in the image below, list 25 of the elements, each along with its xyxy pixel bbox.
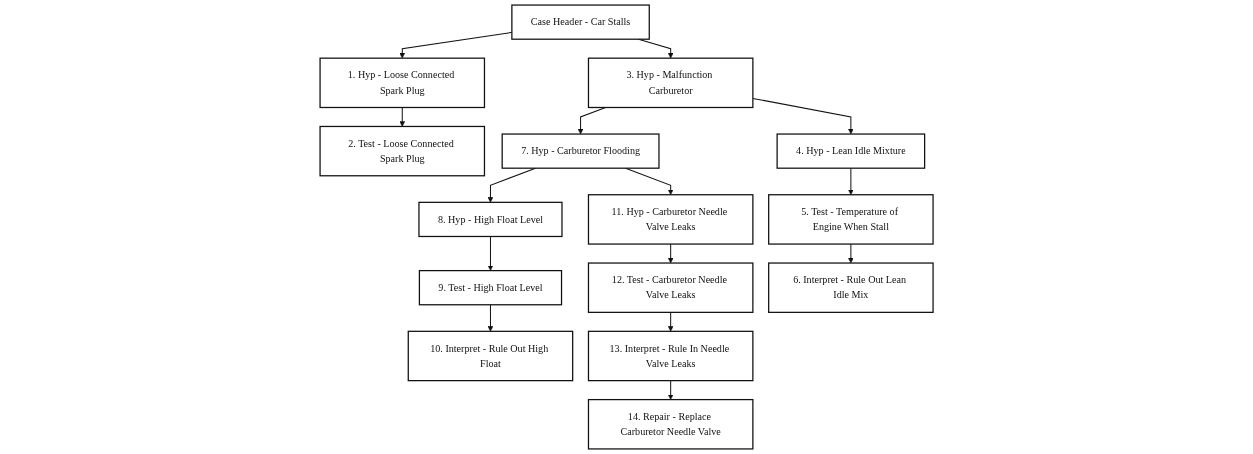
node-box: 7. Hyp - Carburetor Flooding (501, 133, 660, 169)
node-box: 10. Interpret - Rule Out High Float (407, 330, 574, 382)
node-box: 6. Interpret - Rule Out Lean Idle Mix (767, 262, 934, 313)
node-box: 9. Test - High Float Level (418, 270, 563, 306)
node-box: 1. Hyp - Loose Connected Spark Plug (319, 57, 485, 109)
arrow (667, 243, 674, 264)
node-box: Case Header - Car Stalls (511, 4, 650, 40)
arrow (848, 243, 854, 264)
node-box: 5. Test - Temperature of Engine When Stall (767, 194, 934, 245)
arrow (487, 304, 494, 332)
node-box: 11. Hyp - Carburetor Needle Valve Leaks (587, 194, 754, 245)
node-box: 12. Test - Carburetor Needle Valve Leaks (587, 262, 754, 313)
arrow (399, 107, 405, 127)
node-box: 2. Test - Loose Connected Spark Plug (319, 125, 485, 177)
arrow (667, 311, 674, 332)
node-box: 4. Hyp - Lean Idle Mixture (776, 133, 926, 169)
node-box: 8. Hyp - High Float Level (418, 201, 563, 238)
arrow (487, 235, 494, 271)
node-box: 13. Interpret - Rule In Needle Valve Leaks (587, 330, 754, 382)
arrow (848, 167, 854, 195)
arrow (667, 380, 674, 400)
node-box: 3. Hyp - Malfunction Carburetor (587, 57, 754, 109)
arrow (752, 97, 854, 135)
node-box: 14. Repair - Replace Carburetor Needle Valve (587, 399, 754, 450)
arrow (487, 167, 536, 203)
